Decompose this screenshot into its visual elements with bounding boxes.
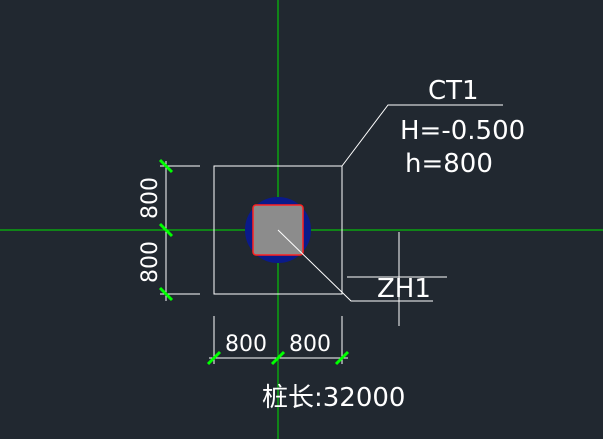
left-upper-dimension-text: 800 bbox=[138, 177, 163, 219]
bottom-dimension-tick-left bbox=[206, 350, 222, 366]
cap-name-label: CT1 bbox=[428, 76, 479, 106]
bottom-right-dimension-text: 800 bbox=[289, 332, 331, 357]
cap-thickness-label: h=800 bbox=[405, 149, 493, 179]
cap-label-leader bbox=[341, 104, 503, 167]
left-dimension-tick-top bbox=[158, 158, 174, 174]
bottom-dimension-tick-right bbox=[334, 350, 350, 366]
column-label-leader bbox=[277, 229, 433, 302]
bottom-dimension-tick-middle bbox=[270, 350, 286, 366]
left-dimension-tick-bottom bbox=[158, 286, 174, 302]
left-lower-dimension-text: 800 bbox=[138, 241, 163, 283]
left-dimension-tick-middle bbox=[158, 222, 174, 238]
column-name-label: ZH1 bbox=[377, 274, 431, 304]
pile-cap-outline bbox=[213, 165, 343, 295]
cap-elevation-label: H=-0.500 bbox=[400, 116, 525, 146]
pile-length-label: 桩长:32000 bbox=[262, 383, 405, 413]
bottom-left-dimension-text: 800 bbox=[225, 332, 267, 357]
